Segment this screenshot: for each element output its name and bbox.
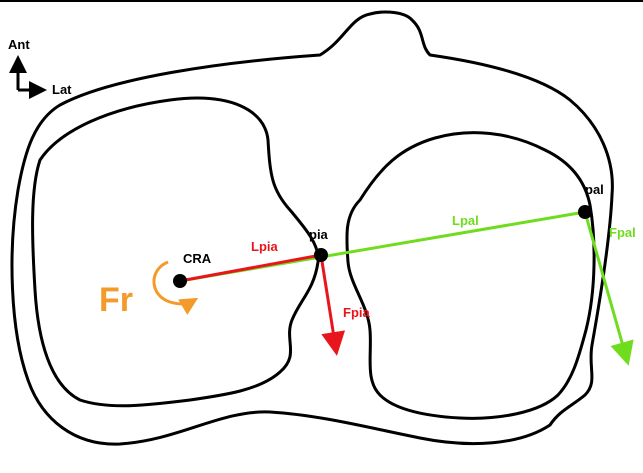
medial-facet-outline [31,96,320,408]
fr-rotation-arrow [152,260,199,315]
fr-label: Fr [99,281,133,319]
cra-point [173,274,187,288]
lateral-facet-outline [345,131,596,420]
pal-point [578,205,592,219]
lat-label: Lat [52,82,72,97]
fpal-label: Fpal [609,225,636,240]
lpia-label: Lpia [251,239,278,254]
ant-label: Ant [8,37,30,52]
pia-label: pia [309,227,328,242]
lpia-line [179,253,322,283]
cra-label: CRA [183,251,212,266]
fpal-arrow [583,211,634,366]
fpia-arrow [319,254,346,356]
lpal-label: Lpal [452,213,479,228]
plateau-outline [10,10,614,446]
pal-label: pal [585,182,604,197]
fpia-label: Fpia [343,305,370,320]
pia-point [314,248,328,262]
